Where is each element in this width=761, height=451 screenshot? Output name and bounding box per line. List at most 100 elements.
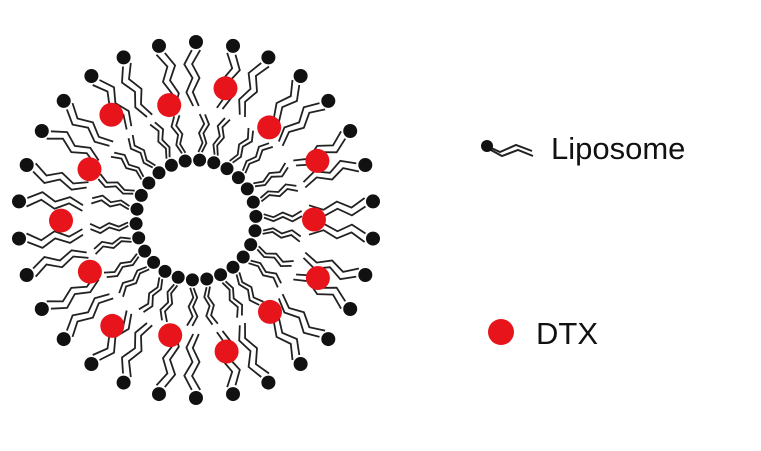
dtx-molecule: [157, 93, 182, 118]
dtx-molecule: [305, 266, 330, 290]
lipid-head: [116, 50, 131, 65]
lipid-head: [293, 357, 308, 371]
lipid-tail: [89, 221, 129, 230]
lipid-head: [178, 154, 192, 168]
lipid-head: [321, 93, 336, 108]
lipid-tail: [224, 280, 244, 316]
lipid-tail: [154, 121, 171, 158]
dtx-molecule: [302, 207, 326, 232]
dtx-molecule: [99, 102, 124, 127]
lipid-head: [129, 217, 143, 231]
lipid-head: [343, 302, 358, 316]
lipid-head: [207, 156, 221, 170]
dtx-molecule: [214, 339, 239, 364]
lipid-tail: [175, 115, 187, 154]
lipid-head: [293, 69, 308, 83]
lipid-head: [249, 209, 263, 223]
lipid-tail: [232, 130, 254, 164]
dtx-molecule: [213, 76, 238, 101]
lipid-tail: [170, 116, 183, 154]
lipid-tail: [110, 155, 143, 180]
lipid-tail: [66, 109, 110, 147]
lipid-head: [19, 268, 34, 282]
lipid-tail: [238, 272, 264, 303]
lipid-head: [193, 153, 207, 167]
lipid-head: [34, 302, 49, 316]
lipid-head: [261, 50, 276, 65]
lipid-tail: [46, 137, 97, 167]
dtx-molecule: [158, 323, 183, 348]
lipid-tail: [258, 245, 294, 263]
lipid-head: [321, 332, 336, 347]
lipid-tail: [277, 102, 320, 142]
lipid-tail: [304, 167, 360, 189]
lipid-head: [130, 202, 144, 216]
dtx-molecule: [257, 115, 282, 140]
lipid-head: [152, 166, 166, 180]
lipid-tail: [191, 333, 201, 391]
lipid-head: [147, 255, 161, 269]
lipid-tail: [235, 274, 260, 306]
lipid-tail: [127, 137, 154, 169]
lipid-tail: [99, 173, 135, 192]
lipid-tail: [229, 127, 250, 162]
lipid-head: [158, 264, 172, 278]
lipid-head: [185, 273, 199, 287]
lipid-tail: [94, 240, 132, 255]
lipid-tail: [113, 151, 145, 178]
lipid-tail: [159, 283, 175, 321]
lipid-tail: [244, 146, 274, 174]
dtx-molecule: [100, 313, 125, 338]
lipid-head: [116, 375, 131, 390]
dtx-molecule: [258, 299, 282, 324]
lipid-tail: [253, 162, 287, 185]
lipid-tail: [50, 130, 100, 161]
lipid-tail: [164, 284, 179, 323]
lipid-head: [244, 238, 258, 252]
lipid-tail: [106, 256, 140, 278]
lipid-tail: [71, 102, 114, 143]
lipid-head: [56, 332, 71, 347]
lipid-tail: [238, 325, 262, 378]
lipid-head: [220, 162, 234, 176]
lipid-head: [358, 158, 373, 172]
lipid-tail: [281, 293, 326, 332]
inner-leaflet: [89, 113, 303, 327]
lipid-tail: [32, 249, 87, 270]
lipid-head: [138, 244, 152, 258]
lipid-tail: [293, 278, 342, 310]
lipid-tail: [250, 259, 282, 284]
lipid-tail: [263, 210, 303, 219]
lipid-head: [366, 231, 380, 246]
lipid-tail: [203, 286, 214, 326]
lipid-tail: [186, 287, 195, 327]
dtx-molecule: [77, 157, 102, 182]
lipid-tail: [254, 166, 289, 188]
lipid-head: [56, 93, 71, 108]
lipid-tail: [128, 62, 153, 116]
lipid-tail: [183, 333, 195, 391]
lipid-tail: [221, 282, 239, 318]
lipid-head: [171, 270, 185, 284]
lipid-tail: [183, 49, 195, 107]
lipid-molecule-icon: [481, 140, 534, 158]
lipid-head: [189, 391, 203, 405]
lipid-head: [19, 158, 34, 172]
lipid-head: [84, 357, 99, 371]
lipid-tail: [128, 324, 153, 378]
lipid-head: [189, 35, 203, 49]
lipid-tail: [262, 227, 302, 238]
lipid-tail: [241, 142, 270, 172]
lipid-tail: [138, 277, 161, 311]
lipid-tail: [27, 191, 84, 207]
lipid-head: [214, 268, 228, 282]
lipid-tail: [91, 199, 130, 211]
lipid-tail: [244, 322, 270, 375]
lipid-head: [226, 387, 240, 402]
dtx-molecule: [305, 148, 330, 173]
lipid-tail: [32, 170, 87, 191]
lipid-tail: [91, 194, 130, 207]
lipid-tail: [256, 248, 292, 268]
lipid-head: [226, 38, 240, 53]
